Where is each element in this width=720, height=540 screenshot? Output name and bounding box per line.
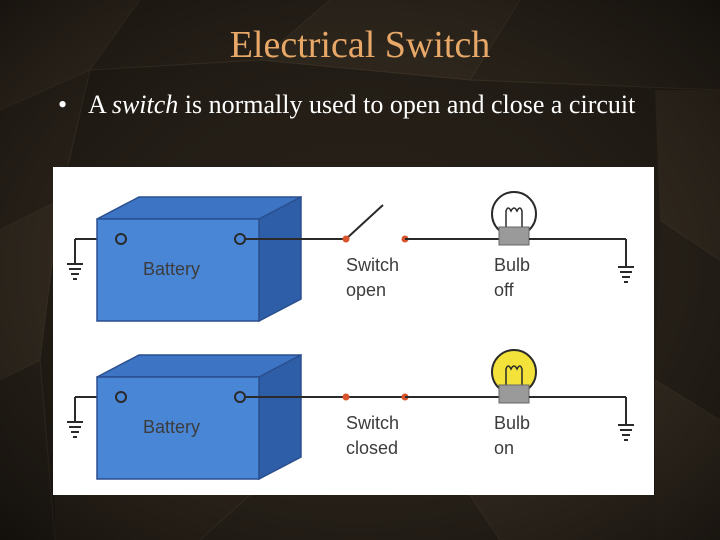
bulb-label-2: Bulb xyxy=(494,413,530,433)
circuit-diagram: Battery Swi xyxy=(67,191,634,481)
bulb-label-1: Bulb xyxy=(494,255,530,275)
ground-symbol-right-1 xyxy=(618,239,634,283)
ground-symbol-left-2 xyxy=(67,397,83,438)
switch-open xyxy=(342,204,409,243)
switch-closed xyxy=(342,393,409,401)
bullet-emphasis: switch xyxy=(111,90,179,119)
ground-symbol-right-2 xyxy=(618,397,634,441)
bulb-state-label-2: on xyxy=(494,438,514,458)
battery-1: Battery xyxy=(96,195,302,323)
slide-title: Electrical Switch xyxy=(229,24,491,66)
battery-label-1: Battery xyxy=(143,259,200,279)
switch-label-2: Switch xyxy=(346,413,399,433)
battery-terminal-negative xyxy=(115,391,127,403)
ground-symbol-left-1 xyxy=(67,239,83,280)
bulb-on xyxy=(491,349,537,404)
battery-label-2: Battery xyxy=(143,417,200,437)
circuit-open: Battery Swi xyxy=(67,191,634,323)
bullet-marker: • xyxy=(58,90,68,119)
bulb-off xyxy=(491,191,537,246)
bullet-prefix: A xyxy=(88,90,112,119)
bullet-suffix: is normally used to open and close a cir… xyxy=(178,90,636,119)
circuit-figure: Battery Swi xyxy=(53,167,654,495)
battery-terminal-negative xyxy=(115,233,127,245)
switch-label-1: Switch xyxy=(346,255,399,275)
battery-2: Battery xyxy=(96,353,302,481)
bulb-state-label-1: off xyxy=(494,280,515,300)
circuit-closed: Battery Switch clos xyxy=(67,349,634,481)
switch-state-label-1: open xyxy=(346,280,386,300)
bullet-text: A switch is normally used to open and cl… xyxy=(88,88,678,122)
switch-state-label-2: closed xyxy=(346,438,398,458)
